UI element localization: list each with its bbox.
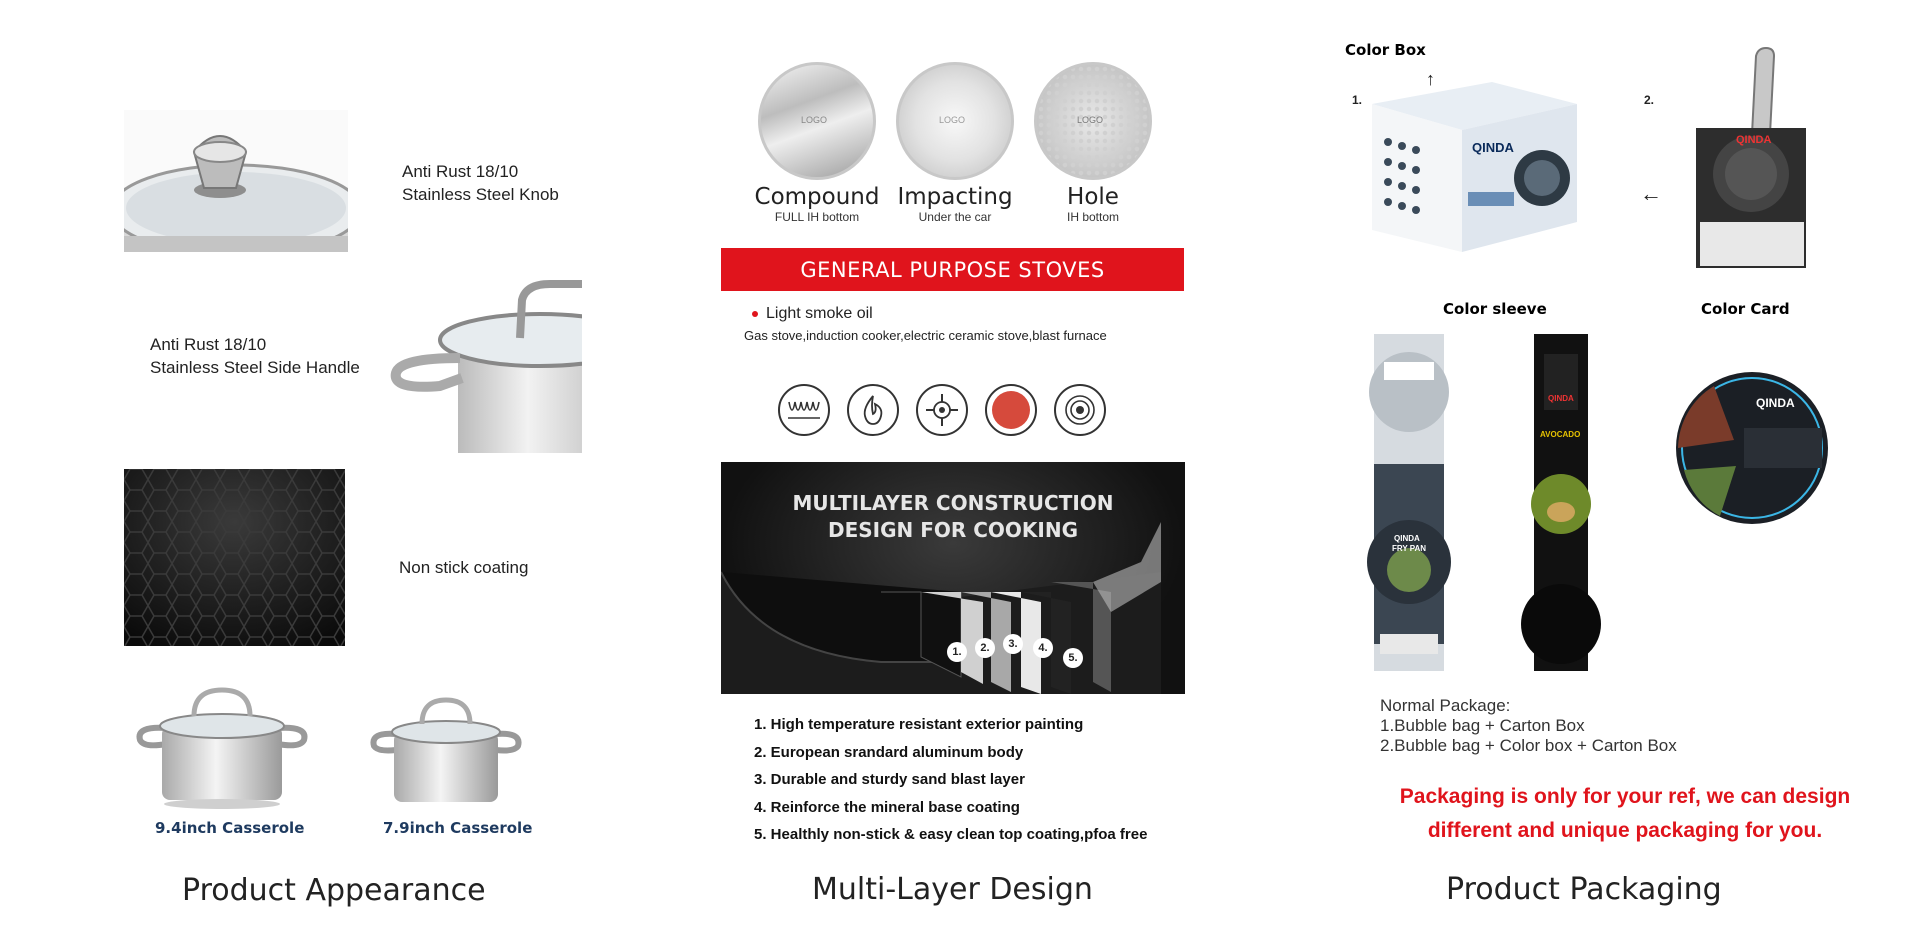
construction-heading-1: MULTILAYER CONSTRUCTION [792,491,1114,515]
layer-item: 3. Durable and sturdy sand blast layer [754,771,1025,788]
layer-marker-4: 4. [1033,638,1053,658]
color-box-image: QINDA [1372,82,1577,252]
left-arrow-icon: ← [1640,181,1662,206]
bottom-type-name: Impacting [897,184,1013,210]
color-card-image: QINDA [1674,370,1830,526]
fry-pan-box-image: QINDA [1692,46,1810,270]
layer-list: 1. High temperature resistant exterior p… [754,711,1147,849]
feature-label-nonstick: Non stick coating [399,558,529,577]
color-box-brand: QINDA [1472,140,1514,155]
black-sleeve-avocado: AVOCADO [1540,430,1581,439]
hole-disc-icon: LOGO [1034,62,1152,180]
appearance-title: Product Appearance [182,873,486,908]
layer-item: 2. European srandard aluminum body [754,743,1024,761]
disc-logo: LOGO [1077,115,1104,125]
knob-image [124,110,348,252]
casserole-small-caption: 7.9inch Casserole [383,819,533,837]
bottom-type-sub: Under the car [918,210,992,224]
bottom-type-name: Hole [1067,184,1119,210]
multilayer-construction-image: MULTILAYER CONSTRUCTION DESIGN FOR COOKI… [721,462,1185,694]
layer-marker-5: 5. [1063,648,1083,668]
color-card-brand: QINDA [1756,396,1795,410]
flame-icon [847,384,899,436]
normal-package-title: Normal Package: [1380,696,1511,715]
bottom-type-hole: LOGO Hole IH bottom [1018,62,1168,224]
layer-marker-1: 1. [947,642,967,662]
smoke-oil-bullet: Light smoke oil [752,305,873,323]
feature-label-handle: Anti Rust 18/10 Stainless Steel Side Han… [150,335,360,377]
step-2-label: 2. [1644,93,1655,107]
compound-disc-icon: LOGO [758,62,876,180]
impacting-disc-icon: LOGO [896,62,1014,180]
layer-item: 1. High temperature resistant exterior p… [754,716,1084,733]
grey-sleeve-brand: QINDA [1394,534,1420,543]
bullet-dot-icon [752,310,758,317]
casserole-large-image [132,686,312,810]
bottom-type-sub: FULL IH bottom [774,210,860,224]
handle-image [390,278,582,453]
feature-label-knob: Anti Rust 18/10 Stainless Steel Knob [402,162,559,204]
bottom-type-impacting: LOGO Impacting Under the car [880,62,1030,224]
layer-marker-2: 2. [975,638,995,658]
black-sleeve-brand: QINDA [1548,394,1574,403]
layer-marker-3: 3. [1003,634,1023,654]
ceramic-plate-fill [992,391,1030,429]
construction-heading-2: DESIGN FOR COOKING [827,518,1079,542]
packaging-note: Packaging is only for your ref, we can d… [1399,785,1851,842]
stoves-banner: GENERAL PURPOSE STOVES [721,248,1184,291]
layer-item: 5. Healthly non-stick & easy clean top c… [754,826,1148,843]
stove-types-text: Gas stove,induction cooker,electric cera… [744,328,1107,343]
disc-logo: LOGO [801,115,828,125]
stove-icons-row [778,384,1106,436]
casserole-small-image [366,694,526,810]
nonstick-texture-image [124,469,345,646]
stoves-banner-text: GENERAL PURPOSE STOVES [800,257,1105,282]
up-arrow-icon: ↑ [1426,69,1435,89]
smoke-oil-text: Light smoke oil [766,305,873,322]
color-card-label: Color Card [1701,300,1790,318]
bottom-type-compound: LOGO Compound FULL IH bottom [742,62,892,224]
design-title: Multi-Layer Design [812,872,1093,907]
fry-pan-box-brand: QINDA [1736,134,1772,146]
electric-hob-icon [1054,384,1106,436]
normal-package-line-1: 1.Bubble bag + Carton Box [1380,716,1585,735]
disc-logo: LOGO [939,115,966,125]
layer-item: 4. Reinforce the mineral base coating [754,798,1020,816]
gas-burner-icon [916,384,968,436]
packaging-title: Product Packaging [1446,872,1722,907]
ceramic-plate-icon [985,384,1037,436]
grey-sleeve-image: QINDA FRY PAN [1366,334,1452,671]
normal-package-line-2: 2.Bubble bag + Color box + Carton Box [1380,736,1677,755]
bottom-type-name: Compound [754,184,880,210]
color-box-label: Color Box [1345,41,1426,59]
bottom-type-sub: IH bottom [1066,210,1120,224]
color-sleeve-label: Color sleeve [1443,300,1547,318]
step-1-label: 1. [1352,93,1363,107]
casserole-large-caption: 9.4inch Casserole [155,819,305,837]
grey-sleeve-fry-pan: FRY PAN [1392,544,1427,553]
black-sleeve-image: QINDA AVOCADO [1516,334,1606,671]
induction-coil-icon [778,384,830,436]
